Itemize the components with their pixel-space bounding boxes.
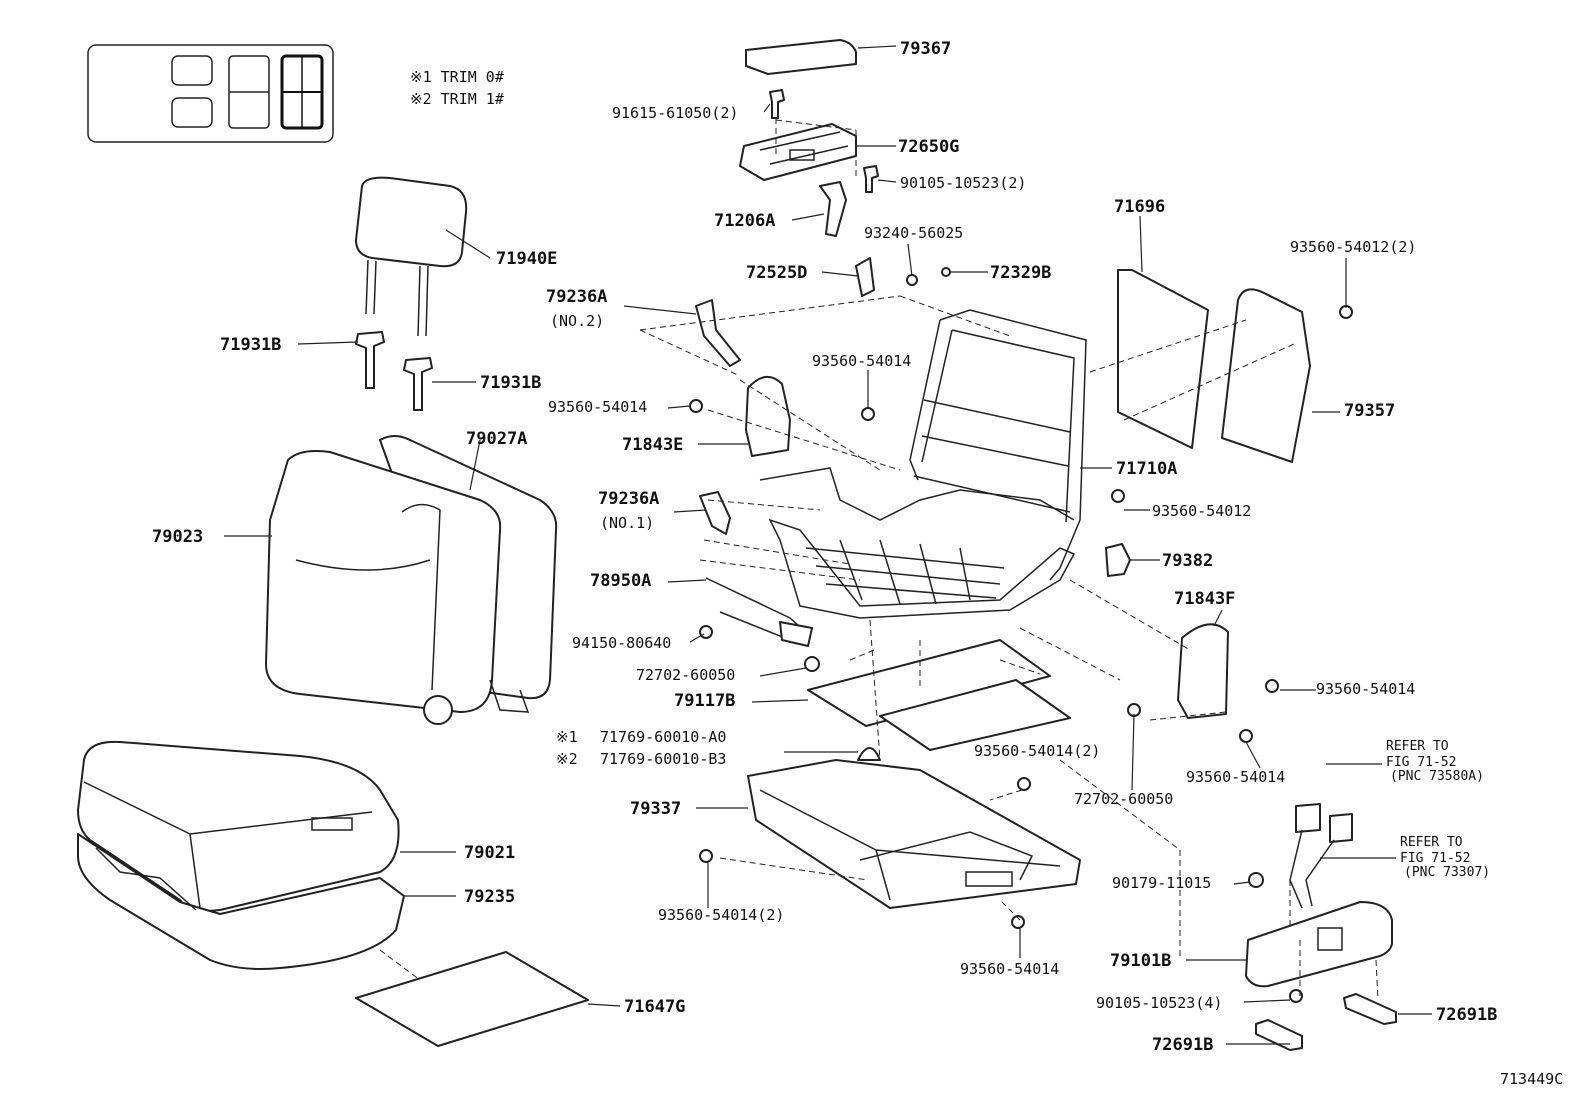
seatbelt-buckle-part <box>1289 803 1353 909</box>
lever-part <box>819 181 847 237</box>
label-93560-54012-2: 93560-54012(2) <box>1290 238 1416 256</box>
label-91615-61050: 91615-61050(2) <box>612 104 738 122</box>
leader-lines <box>224 45 1432 1045</box>
upper-bracket-part <box>739 123 857 181</box>
screw-parts <box>689 89 1353 1003</box>
label-78950a: 78950A <box>590 571 651 591</box>
headrest-part <box>355 176 468 337</box>
label-93560-54014-2b: 93560-54014(2) <box>658 906 784 924</box>
label-93240-56025: 93240-56025 <box>864 224 963 242</box>
label-93560-54014-e: 93560-54014 <box>960 960 1059 978</box>
strap-78950a-part <box>705 577 813 647</box>
label-mark-1: ※1 <box>556 728 578 746</box>
label-94150-80640: 94150-80640 <box>572 634 671 652</box>
label-93560-54014-b: 93560-54014 <box>548 398 647 416</box>
back-board-part <box>1221 288 1311 463</box>
seat-cushion-part <box>77 740 589 1047</box>
figure-id: 713449C <box>1500 1070 1563 1088</box>
label-79357: 79357 <box>1344 401 1395 421</box>
label-79382: 79382 <box>1162 551 1213 571</box>
label-mark-2: ※2 <box>556 750 578 768</box>
label-93560-54014-a: 93560-54014 <box>812 352 911 370</box>
label-93560-54012: 93560-54012 <box>1152 502 1251 520</box>
label-72691b-a: 72691B <box>1436 1005 1497 1025</box>
label-refer-2-b: FIG 71-52 <box>1400 851 1470 866</box>
label-71769-60010-a0: 71769-60010-A0 <box>600 728 726 746</box>
label-79021: 79021 <box>464 843 515 863</box>
seat-layout-inset <box>87 44 334 143</box>
seat-frame-part <box>759 309 1087 619</box>
label-90179-11015: 90179-11015 <box>1112 874 1211 892</box>
under-tray-79337-part <box>747 759 1081 909</box>
seatback-part <box>265 435 558 725</box>
bracket-72691b-b-part <box>1255 1019 1303 1051</box>
label-71206a: 71206A <box>714 211 775 231</box>
label-71696: 71696 <box>1114 197 1165 217</box>
label-71931b-b: 71931B <box>480 373 541 393</box>
label-no2: (NO.2) <box>550 312 604 330</box>
label-71769-60010-b3: 71769-60010-B3 <box>600 750 726 768</box>
label-71843f: 71843F <box>1174 589 1235 609</box>
label-79235: 79235 <box>464 887 515 907</box>
label-72329b: 72329B <box>990 263 1051 283</box>
label-no1: (NO.1) <box>600 514 654 532</box>
label-93560-54014-d: 93560-54014 <box>1186 768 1285 786</box>
hinge-cover-71843e-part <box>745 376 791 457</box>
bracket-72691b-a-part <box>1343 993 1397 1025</box>
label-72691b-b: 72691B <box>1152 1035 1213 1055</box>
label-79236a-no1: 79236A <box>598 489 659 509</box>
label-refer-1-b: FIG 71-52 <box>1386 755 1456 770</box>
label-79101b: 79101B <box>1110 951 1171 971</box>
trim-79236a-no1-part <box>699 491 731 535</box>
label-93560-54014-2a: 93560-54014(2) <box>974 742 1100 760</box>
legend-note-1: ※1 TRIM 0# <box>410 68 504 86</box>
label-71931b-a: 71931B <box>220 335 281 355</box>
mat-lower-part <box>879 679 1071 751</box>
label-79236a-no2: 79236A <box>546 287 607 307</box>
hinge-cover-71843f-part <box>1177 623 1229 719</box>
label-79367: 79367 <box>900 39 951 59</box>
label-refer-1-a: REFER TO <box>1386 739 1449 754</box>
label-refer-2-a: REFER TO <box>1400 835 1463 850</box>
label-90105-10523-2: 90105-10523(2) <box>900 174 1026 192</box>
label-72650g: 72650G <box>898 137 959 157</box>
label-71647g: 71647G <box>624 997 685 1017</box>
legend-note-2: ※2 TRIM 1# <box>410 90 504 108</box>
label-72702-60050-b: 72702-60050 <box>1074 790 1173 808</box>
seatback-pad-part <box>1117 269 1209 449</box>
label-71843e: 71843E <box>622 435 683 455</box>
cover-79101b-part <box>1245 901 1393 988</box>
label-79023: 79023 <box>152 527 203 547</box>
label-71710a: 71710A <box>1116 459 1177 479</box>
label-79117b: 79117B <box>674 691 735 711</box>
label-79337: 79337 <box>630 799 681 819</box>
label-refer-2-c: (PNC 73307) <box>1404 865 1490 880</box>
assembly-dashed-lines <box>379 118 1379 1001</box>
clip-79382-part <box>1105 543 1131 577</box>
cover-72525d-part <box>855 257 875 297</box>
mat-79117b-part <box>807 639 1051 727</box>
label-refer-1-c: (PNC 73580A) <box>1390 769 1484 784</box>
label-79027a: 79027A <box>466 429 527 449</box>
label-71940e: 71940E <box>496 249 557 269</box>
part-labels: 79367 91615-61050(2) 72650G 90105-10523(… <box>152 39 1563 1088</box>
trim-79236a-no2-part <box>695 299 741 367</box>
headrest-guide-parts <box>355 331 433 411</box>
top-cover-part <box>745 39 857 75</box>
label-72702-60050-a: 72702-60050 <box>636 666 735 684</box>
label-93560-54014-c: 93560-54014 <box>1316 680 1415 698</box>
label-72525d: 72525D <box>746 263 807 283</box>
label-90105-10523-4: 90105-10523(4) <box>1096 994 1222 1012</box>
